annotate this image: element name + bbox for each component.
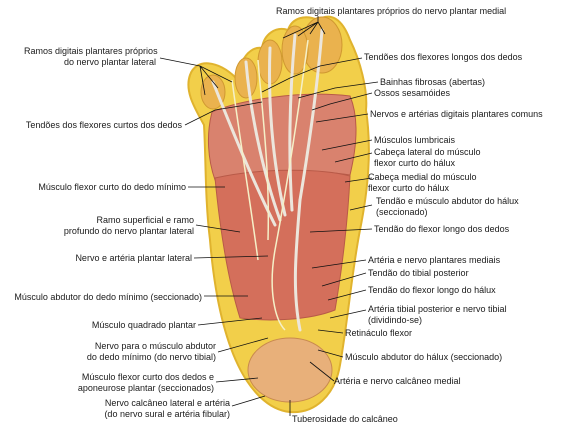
label-lateral-calcaneal-2: (do nervo sural e artéria fibular) (104, 409, 230, 419)
label-superficial-deep-branch: Ramo superficial e ramo (96, 215, 194, 225)
label-lateral-plantar-nerve-artery: Nervo e artéria plantar lateral (75, 253, 192, 263)
label-fibrous-sheaths: Bainhas fibrosas (abertas) (380, 77, 486, 87)
label-flexor-longus-tendons: Tendões dos flexores longos dos dedos (364, 52, 523, 62)
label-abductor-hallucis: Músculo abdutor do hálux (seccionado) (345, 352, 503, 362)
label-fhl-tendon: Tendão do flexor longo do hálux (368, 285, 496, 295)
label-sesamoid-bones: Ossos sesamóides (374, 88, 451, 98)
label-calcaneal-tuberosity: Tuberosidade do calcâneo (292, 414, 398, 424)
heel-pad (247, 337, 333, 403)
label-flexor-brevis-tendons: Tendões dos flexores curtos dos dedos (25, 120, 182, 130)
label-medial-calcaneal: Artéria e nervo calcâneo medial (334, 376, 461, 386)
label-common-digital-nerves: Nervos e artérias digitais plantares com… (370, 109, 543, 119)
label-tibialis-posterior-tendon: Tendão do tibial posterior (368, 268, 469, 278)
toe-4 (234, 57, 258, 99)
label-flexor-retinaculum: Retináculo flexor (345, 328, 413, 338)
label-fdl-tendon: Tendão do flexor longo dos dedos (374, 224, 510, 234)
label-fdb-aponeurosis: Músculo flexor curto dos dedos e (81, 372, 214, 382)
label-nerve-abductor-dm: Nervo para o músculo abdutor (94, 341, 216, 351)
nerves (231, 39, 309, 331)
forefoot-muscles (207, 93, 357, 181)
label-abductor-hallucis-tendon-2: (seccionado) (376, 207, 428, 217)
label-fdb-aponeurosis-2: aponeurose plantar (seccionados) (77, 383, 214, 393)
label-superficial-deep-branch-2: profundo do nervo plantar lateral (63, 226, 194, 236)
label-medial-head-fhb-2: flexor curto do hálux (368, 183, 450, 193)
label-nerve-abductor-dm-2: do dedo mínimo (do nervo tibial) (86, 352, 216, 362)
label-medial-plantar-artery-nerve: Artéria e nervo plantares mediais (368, 255, 501, 265)
label-flexor-digiti-minimi: Músculo flexor curto do dedo mínimo (38, 182, 186, 192)
midfoot-muscles (214, 169, 351, 321)
label-medial-digital-nerves: Ramos digitais plantares próprios do ner… (276, 6, 507, 16)
label-abductor-digiti-minimi: Músculo abdutor do dedo mínimo (secciona… (14, 292, 202, 302)
label-lateral-head-fhb-2: flexor curto do hálux (374, 158, 456, 168)
leader-lines (159, 16, 379, 416)
label-posterior-tibial: Artéria tibial posterior e nervo tibial (368, 304, 507, 314)
label-posterior-tibial-2: (dividindo-se) (368, 315, 423, 325)
label-quadratus-plantae: Músculo quadrado plantar (91, 320, 196, 330)
label-lateral-digital-nerves: Ramos digitais plantares próprios (24, 46, 158, 56)
label-lateral-digital-nerves-2: do nervo plantar lateral (63, 57, 156, 67)
label-lumbricals: Músculos lumbricais (374, 135, 456, 145)
label-medial-head-fhb: Cabeça medial do músculo (368, 172, 477, 182)
tendons (211, 28, 324, 332)
label-abductor-hallucis-tendon: Tendão e músculo abdutor do hálux (376, 196, 519, 206)
label-lateral-head-fhb: Cabeça lateral do músculo (374, 147, 481, 157)
label-lateral-calcaneal: Nervo calcâneo lateral e artéria (104, 398, 230, 408)
